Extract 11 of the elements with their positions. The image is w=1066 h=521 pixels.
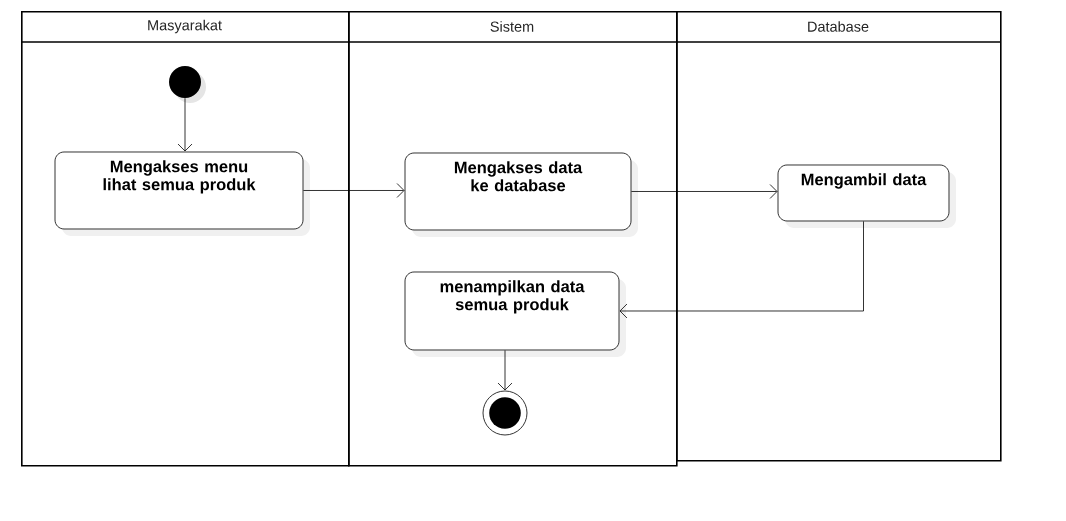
activity-box: Mengambil data <box>777 164 956 228</box>
arrow <box>497 350 513 391</box>
start-node <box>169 66 206 103</box>
end-node <box>482 390 528 436</box>
arrow <box>177 97 193 152</box>
activity-box: Mengakses data ke database <box>404 152 638 237</box>
arrow <box>631 184 778 199</box>
arrow <box>619 221 864 319</box>
activity-box: menampilkan data semua produk <box>404 271 626 357</box>
activity-box: Mengakses menu lihat semua produk <box>54 151 310 236</box>
arrow <box>303 183 405 198</box>
